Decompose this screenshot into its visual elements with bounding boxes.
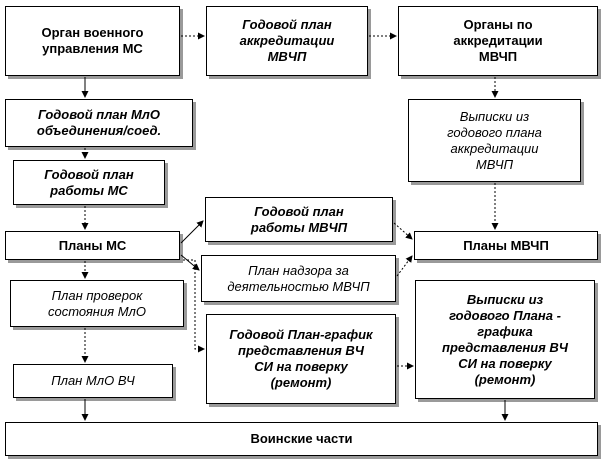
box-annual-schedule-plan: Годовой План-график представления ВЧ СИ … [206, 314, 396, 404]
box-supervision-plan: План надзора за деятельностью МВЧП [201, 255, 396, 302]
arrow-ms-plans-to-schedule [183, 259, 205, 353]
box-extracts-schedule-plan: Выписки из годового Плана - графика пред… [415, 280, 595, 399]
box-mvchp-annual-work-plan: Годовой план работы МВЧП [205, 197, 393, 242]
arrow-mvchp-work-plan-to-mvchp-plans [393, 222, 413, 240]
box-mlo-annual-plan: Годовой план МлО объединения/соед. [5, 99, 193, 147]
box-ms-plans: Планы МС [5, 231, 180, 260]
arrow-ms-plans-to-supervision [180, 254, 200, 271]
box-ms-annual-work-plan: Годовой план работы МС [13, 160, 165, 205]
box-accreditation-bodies: Органы по аккредитации МВЧП [398, 6, 598, 76]
box-mlo-vch-plan: План МлО ВЧ [13, 364, 173, 398]
box-mil-admin: Орган военного управления МС [5, 6, 180, 76]
box-military-units: Воинские части [5, 422, 598, 456]
arrow-supervision-to-mvchp-plans [396, 255, 413, 277]
box-annual-accreditation-plan: Годовой план аккредитации МВЧП [206, 6, 368, 76]
box-extracts-accreditation-plan: Выписки из годового плана аккредитации М… [408, 99, 581, 182]
arrow-ms-plans-to-mvchp-work-plan [180, 220, 204, 244]
box-mvchp-plans: Планы МВЧП [414, 231, 598, 260]
box-mlo-check-plan: План проверок состояния МлО [10, 280, 184, 327]
